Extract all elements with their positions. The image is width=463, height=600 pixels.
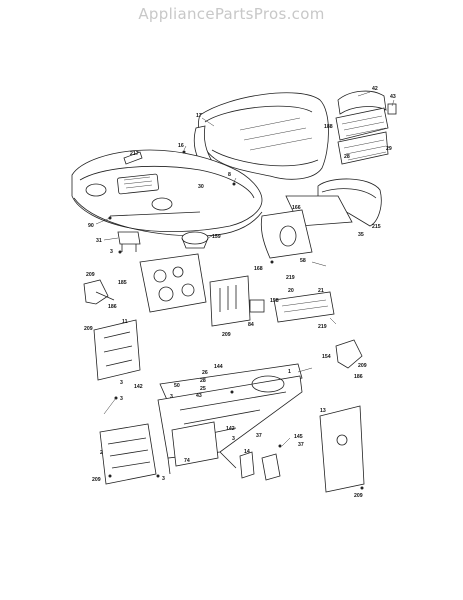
callout-29: 29 — [386, 146, 392, 152]
callout-25: 25 — [200, 386, 206, 392]
front-bumper-part[interactable] — [99, 423, 157, 485]
callout-186a: 186 — [108, 304, 117, 310]
handle-part[interactable] — [123, 151, 143, 165]
callout-159: 159 — [212, 234, 221, 240]
callout-166a: 166 — [292, 205, 301, 211]
fender-deck-part[interactable] — [71, 149, 263, 237]
callout-154: 154 — [322, 354, 331, 360]
callout-26: 26 — [202, 370, 208, 376]
axle-plate-part[interactable] — [171, 421, 219, 467]
pedal-part[interactable] — [83, 279, 115, 305]
callout-58: 58 — [300, 258, 306, 264]
callout-31: 31 — [96, 238, 102, 244]
callout-43b: 43 — [196, 393, 202, 399]
callout-209d: 209 — [358, 363, 367, 369]
callout-28: 28 — [344, 154, 350, 160]
callout-185: 185 — [118, 280, 127, 286]
callout-3f: 3 — [162, 476, 165, 482]
callout-11: 11 — [122, 319, 128, 325]
callout-30: 30 — [198, 184, 204, 190]
callout-3a: 3 — [110, 249, 113, 255]
callout-188: 188 — [324, 124, 333, 130]
callout-142b: 142 — [226, 426, 235, 432]
side-panel-part[interactable] — [260, 209, 313, 259]
callout-3d: 3 — [170, 394, 173, 400]
callout-90: 90 — [88, 223, 94, 229]
dash-panel-part[interactable] — [139, 253, 207, 313]
callout-8: 8 — [228, 172, 231, 178]
lever-part[interactable] — [335, 339, 363, 369]
callout-42: 42 — [372, 86, 378, 92]
callout-35: 35 — [358, 232, 364, 238]
callout-217: 217 — [130, 151, 139, 157]
callout-219a: 219 — [286, 275, 295, 281]
callout-14: 14 — [244, 449, 250, 455]
callout-37b: 37 — [298, 442, 304, 448]
callout-28b: 28 — [200, 378, 206, 384]
callout-209e: 209 — [92, 477, 101, 483]
callout-13: 13 — [320, 408, 326, 414]
callout-labels: 17 42 43 188 28 29 217 16 30 8 90 31 3 1… — [84, 86, 396, 499]
callout-145: 145 — [294, 434, 303, 440]
callout-37a: 37 — [256, 433, 262, 439]
callout-1: 1 — [288, 369, 291, 375]
callout-74: 74 — [184, 458, 190, 464]
callout-209f: 209 — [354, 493, 363, 499]
control-box-part[interactable] — [209, 275, 265, 327]
callout-50: 50 — [174, 383, 180, 389]
callout-43: 43 — [390, 94, 396, 100]
callout-186b: 186 — [354, 374, 363, 380]
callout-209a: 209 — [86, 272, 95, 278]
callout-3b: 3 — [120, 380, 123, 386]
rear-plate-part[interactable] — [319, 405, 365, 493]
bracket-part[interactable] — [117, 231, 141, 252]
callout-215: 215 — [372, 224, 381, 230]
callout-144: 144 — [214, 364, 223, 370]
callout-142a: 142 — [134, 384, 143, 390]
callout-209c: 209 — [84, 326, 93, 332]
callout-16: 16 — [178, 143, 184, 149]
callout-168: 168 — [254, 266, 263, 272]
callout-2: 2 — [100, 450, 103, 456]
callout-17: 17 — [196, 113, 202, 119]
cup-holder-part[interactable] — [181, 231, 209, 249]
rear-panel-part[interactable] — [335, 90, 397, 165]
callout-20: 20 — [288, 288, 294, 294]
callout-21: 21 — [318, 288, 324, 294]
callout-209b: 209 — [222, 332, 231, 338]
callout-158: 158 — [270, 298, 279, 304]
left-side-panel-part[interactable] — [93, 319, 141, 381]
leader-lines — [95, 91, 395, 447]
site-watermark: AppliancePartsPros.com — [138, 5, 325, 23]
callout-3c: 3 — [120, 396, 123, 402]
small-bracket-part[interactable] — [239, 451, 281, 481]
callout-3e: 3 — [232, 436, 235, 442]
lift-bracket-part[interactable] — [273, 291, 335, 323]
callout-219b: 219 — [318, 324, 327, 330]
callout-84: 84 — [248, 322, 254, 328]
